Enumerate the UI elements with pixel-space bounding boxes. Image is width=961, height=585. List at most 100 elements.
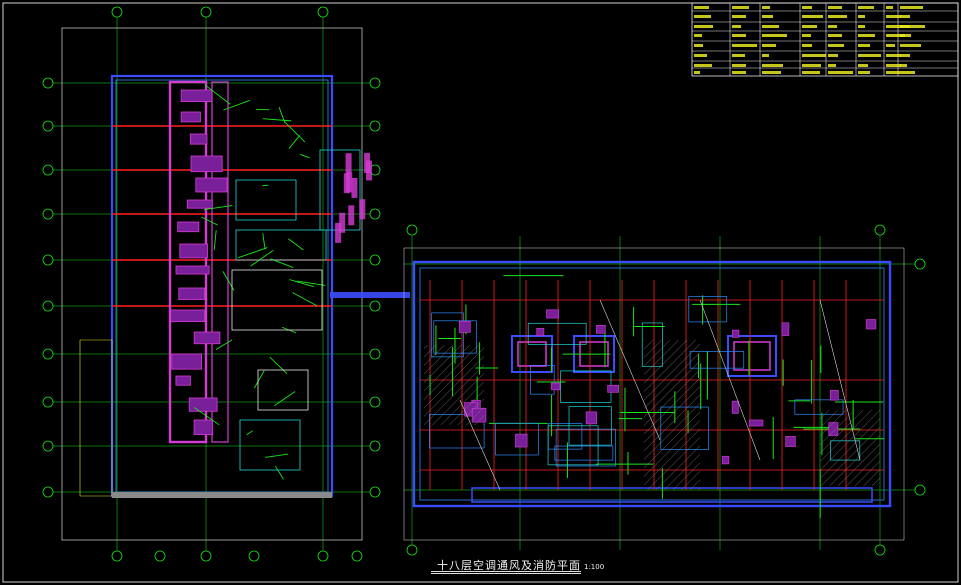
room-box bbox=[554, 445, 614, 461]
schedule-cell-text bbox=[900, 64, 907, 67]
pipe-segment bbox=[250, 249, 274, 267]
air-terminal bbox=[721, 455, 730, 465]
schedule-cell-text bbox=[802, 34, 811, 37]
air-terminal bbox=[171, 353, 203, 370]
duct-tag bbox=[359, 199, 366, 220]
grid-axis-bubble bbox=[369, 300, 381, 312]
pipe-segment bbox=[246, 430, 253, 436]
pipe-segment bbox=[300, 154, 310, 159]
schedule-cell-text bbox=[694, 71, 700, 74]
air-terminal bbox=[585, 411, 597, 425]
air-terminal bbox=[186, 199, 213, 209]
grid-axis-bubble bbox=[369, 254, 381, 266]
grid-axis-bubble bbox=[42, 208, 54, 220]
pipe-segment bbox=[213, 230, 217, 250]
schedule-cell-text bbox=[732, 6, 749, 9]
schedule-cell-text bbox=[694, 25, 713, 28]
schedule-cell-text bbox=[858, 6, 874, 9]
pipe-segment bbox=[269, 356, 288, 374]
air-terminal bbox=[179, 243, 208, 259]
pipe-segment bbox=[288, 135, 301, 149]
pipe-segment bbox=[193, 407, 220, 426]
pipe-segment bbox=[274, 391, 296, 407]
grid-axis-bubble bbox=[200, 550, 212, 562]
air-terminal bbox=[830, 390, 839, 401]
air-terminal bbox=[458, 320, 471, 333]
schedule-cell-text bbox=[762, 34, 787, 37]
pipe-segment bbox=[289, 279, 314, 288]
schedule-cell-text bbox=[694, 54, 707, 57]
air-terminal bbox=[177, 221, 200, 233]
schedule-cell-text bbox=[762, 64, 783, 67]
grid-axis-bubble bbox=[42, 77, 54, 89]
air-terminal bbox=[193, 419, 214, 436]
hatched-zone bbox=[644, 340, 700, 490]
schedule-cell-text bbox=[732, 71, 746, 74]
air-terminal bbox=[180, 111, 201, 123]
air-terminal bbox=[188, 397, 218, 412]
schedule-cell-text bbox=[802, 71, 820, 74]
room-box bbox=[688, 296, 728, 323]
schedule-cell-text bbox=[886, 6, 893, 9]
equipment-room bbox=[511, 335, 553, 373]
schedule-cell-text bbox=[694, 64, 712, 67]
schedule-cell-text bbox=[762, 44, 776, 47]
air-terminal bbox=[175, 265, 210, 275]
schedule-cell-text bbox=[828, 64, 836, 67]
title-underline bbox=[431, 571, 581, 572]
schedule-cell-text bbox=[886, 71, 900, 74]
title-underline bbox=[431, 573, 581, 574]
schedule-cell-text bbox=[858, 15, 865, 18]
pipe-segment bbox=[201, 216, 218, 226]
equipment-unit bbox=[733, 341, 771, 371]
schedule-cell-text bbox=[886, 64, 901, 67]
room-box bbox=[530, 364, 555, 395]
air-terminal bbox=[178, 287, 205, 300]
grid-axis-bubble bbox=[42, 254, 54, 266]
grid-axis-bubble bbox=[369, 77, 381, 89]
air-terminal bbox=[193, 331, 221, 345]
schedule-cell-text bbox=[802, 6, 812, 9]
grid-axis-bubble bbox=[317, 6, 329, 18]
schedule-cell-text bbox=[858, 54, 881, 57]
left-tower-outline bbox=[61, 27, 410, 541]
room-box bbox=[235, 229, 327, 261]
left-tower-ducts bbox=[112, 80, 373, 480]
air-terminal bbox=[748, 419, 764, 427]
schedule-cell-text bbox=[802, 44, 812, 47]
grid-axis-bubble bbox=[406, 544, 418, 556]
pipe-segment bbox=[254, 370, 265, 389]
grid-axis-bubble bbox=[42, 396, 54, 408]
schedule-cell-text bbox=[732, 15, 746, 18]
air-terminal bbox=[175, 375, 191, 386]
air-terminal bbox=[189, 133, 208, 145]
schedule-cell-text bbox=[762, 15, 773, 18]
schedule-cell-text bbox=[732, 44, 757, 47]
schedule-cell-text bbox=[828, 6, 842, 9]
schedule-cell-text bbox=[828, 44, 844, 47]
pipe-segment bbox=[275, 465, 284, 480]
pipe-segment bbox=[262, 118, 292, 122]
pipe-segment bbox=[297, 280, 326, 286]
air-terminal bbox=[865, 319, 877, 330]
grid-axis-bubble bbox=[369, 208, 381, 220]
schedule-cell-text bbox=[802, 25, 817, 28]
pipe-segment bbox=[215, 339, 233, 350]
schedule-cell-text bbox=[732, 64, 746, 67]
duct-tag bbox=[343, 173, 350, 194]
schedule-cell-text bbox=[694, 15, 711, 18]
schedule-cell-text bbox=[900, 54, 910, 57]
schedule-cell-text bbox=[802, 54, 826, 57]
equipment-room bbox=[727, 335, 777, 377]
schedule-cell-text bbox=[886, 25, 910, 28]
duct-tag bbox=[364, 152, 371, 173]
schedule-cell-text bbox=[732, 34, 746, 37]
schedule-cell-text bbox=[828, 71, 853, 74]
air-terminal bbox=[781, 322, 790, 336]
schedule-cell-text bbox=[732, 25, 741, 28]
air-terminal bbox=[180, 89, 213, 103]
air-terminal bbox=[170, 309, 205, 323]
